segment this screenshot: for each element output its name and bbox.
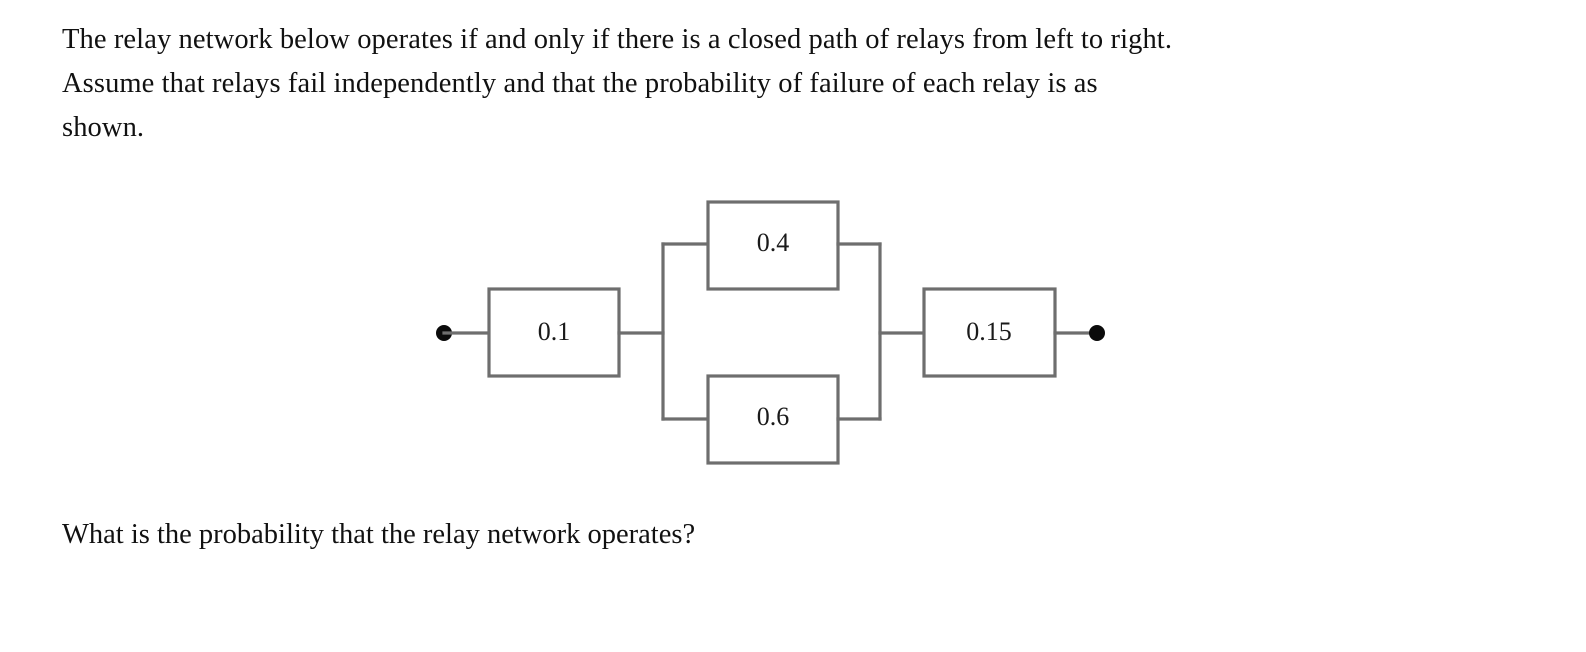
problem-statement-line-1: The relay network below operates if and … <box>62 24 1173 55</box>
relay-label-bottom: 0.6 <box>757 402 790 431</box>
relay-box-bottom <box>706 374 840 465</box>
relay-label-last: 0.15 <box>966 317 1012 346</box>
relay-label-top: 0.4 <box>757 228 790 257</box>
problem-statement-line-2: Assume that relays fail independently an… <box>62 68 1098 99</box>
problem-statement: The relay network below operates if and … <box>62 18 1482 150</box>
terminal-right-dot <box>1089 325 1105 341</box>
problem-statement-line-3: shown. <box>62 112 145 143</box>
terminal-left-dot <box>436 325 452 341</box>
relay-box-first <box>487 287 621 378</box>
relay-box-last <box>922 287 1057 378</box>
question-text: What is the probability that the relay n… <box>62 519 696 550</box>
relay-box-top <box>706 200 840 291</box>
relay-label-first: 0.1 <box>538 317 571 346</box>
